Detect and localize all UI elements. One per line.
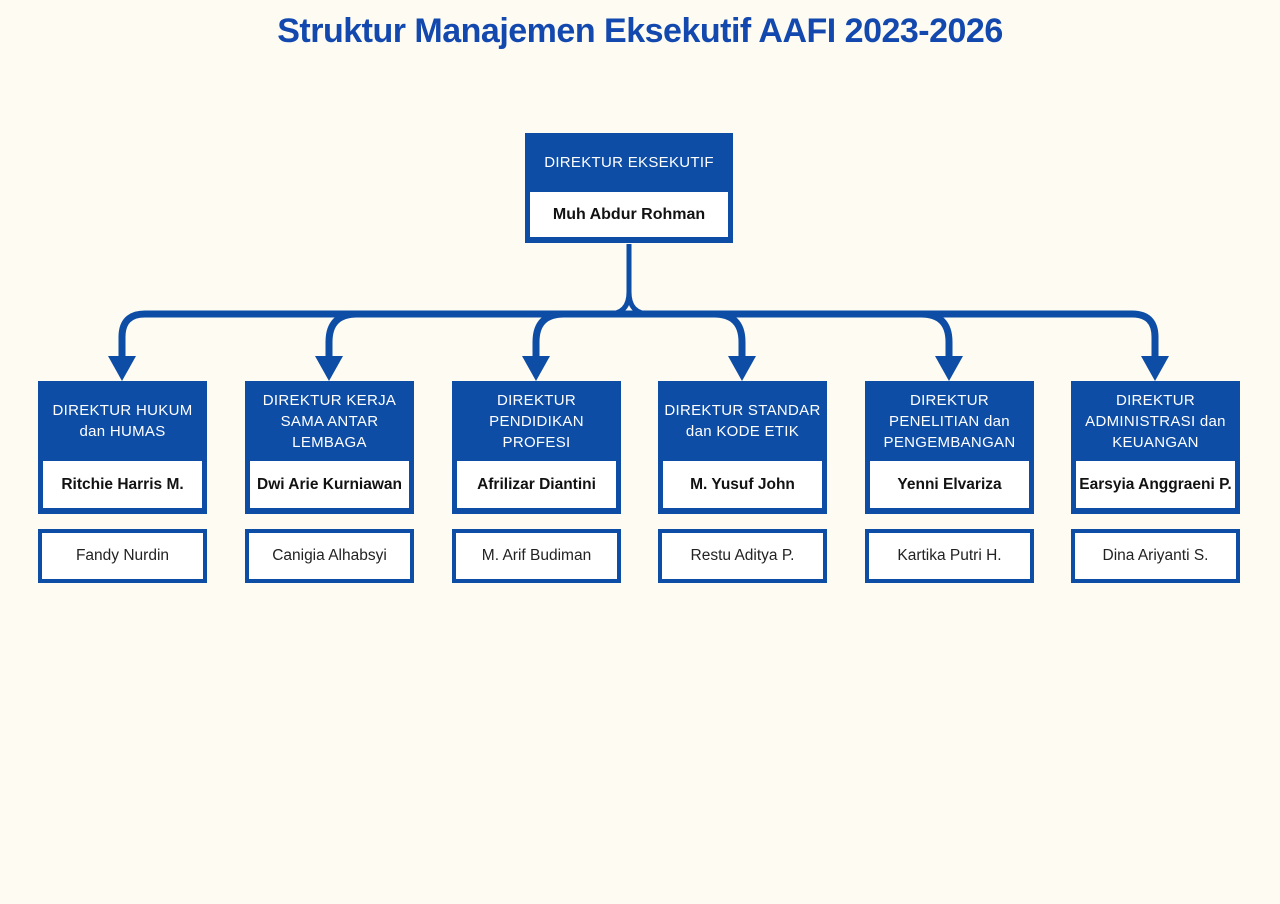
dept-column-standar-kode-etik: DIREKTUR STANDAR dan KODE ETIK M. Yusuf … — [658, 381, 827, 583]
arrowhead-icon — [935, 356, 963, 381]
dept-deputy-name: M. Arif Budiman — [452, 529, 621, 583]
arrowhead-icon — [108, 356, 136, 381]
page-title: Struktur Manajemen Eksekutif AAFI 2023-2… — [277, 12, 1003, 50]
dept-head-name: Ritchie Harris M. — [43, 461, 202, 508]
root-name: Muh Abdur Rohman — [530, 192, 728, 237]
dept-title: DIREKTUR PENDIDIKAN PROFESI — [489, 391, 584, 451]
dept-node: DIREKTUR STANDAR dan KODE ETIK M. Yusuf … — [658, 381, 827, 514]
dept-node: DIREKTUR PENDIDIKAN PROFESI Afrilizar Di… — [452, 381, 621, 514]
dept-deputy-name: Dina Ariyanti S. — [1071, 529, 1240, 583]
dept-column-administrasi-keuangan: DIREKTUR ADMINISTRASI dan KEUANGAN Earsy… — [1071, 381, 1240, 583]
dept-deputy-name: Fandy Nurdin — [38, 529, 207, 583]
arrowhead-icon — [1141, 356, 1169, 381]
dept-node: DIREKTUR PENELITIAN dan PENGEMBANGAN Yen… — [865, 381, 1034, 514]
dept-head-name: M. Yusuf John — [663, 461, 822, 508]
dept-column-penelitian-pengembangan: DIREKTUR PENELITIAN dan PENGEMBANGAN Yen… — [865, 381, 1034, 583]
dept-head-name: Afrilizar Diantini — [457, 461, 616, 508]
dept-title: DIREKTUR KERJA SAMA ANTAR LEMBAGA — [262, 391, 397, 451]
dept-head-name: Earsyia Anggraeni P. — [1076, 461, 1235, 508]
dept-head-name: Dwi Arie Kurniawan — [250, 461, 409, 508]
dept-deputy-name: Kartika Putri H. — [865, 529, 1034, 583]
dept-node: DIREKTUR KERJA SAMA ANTAR LEMBAGA Dwi Ar… — [245, 381, 414, 514]
dept-deputy-name: Canigia Alhabsyi — [245, 529, 414, 583]
dept-head-name: Yenni Elvariza — [870, 461, 1029, 508]
dept-deputy-name: Restu Aditya P. — [658, 529, 827, 583]
dept-title: DIREKTUR HUKUM dan HUMAS — [52, 402, 193, 440]
node-direktur-eksekutif: DIREKTUR EKSEKUTIF Muh Abdur Rohman — [525, 133, 733, 243]
dept-node: DIREKTUR ADMINISTRASI dan KEUANGAN Earsy… — [1071, 381, 1240, 514]
dept-column-pendidikan-profesi: DIREKTUR PENDIDIKAN PROFESI Afrilizar Di… — [452, 381, 621, 583]
dept-title: DIREKTUR ADMINISTRASI dan KEUANGAN — [1085, 391, 1226, 451]
dept-column-kerja-sama: DIREKTUR KERJA SAMA ANTAR LEMBAGA Dwi Ar… — [245, 381, 414, 583]
root-title: DIREKTUR EKSEKUTIF — [544, 154, 714, 171]
arrowhead-icon — [522, 356, 550, 381]
arrowhead-icon — [728, 356, 756, 381]
dept-title: DIREKTUR STANDAR dan KODE ETIK — [664, 402, 821, 440]
dept-title: DIREKTUR PENELITIAN dan PENGEMBANGAN — [883, 391, 1016, 451]
dept-column-hukum-humas: DIREKTUR HUKUM dan HUMAS Ritchie Harris … — [38, 381, 207, 583]
arrowhead-icon — [315, 356, 343, 381]
dept-node: DIREKTUR HUKUM dan HUMAS Ritchie Harris … — [38, 381, 207, 514]
